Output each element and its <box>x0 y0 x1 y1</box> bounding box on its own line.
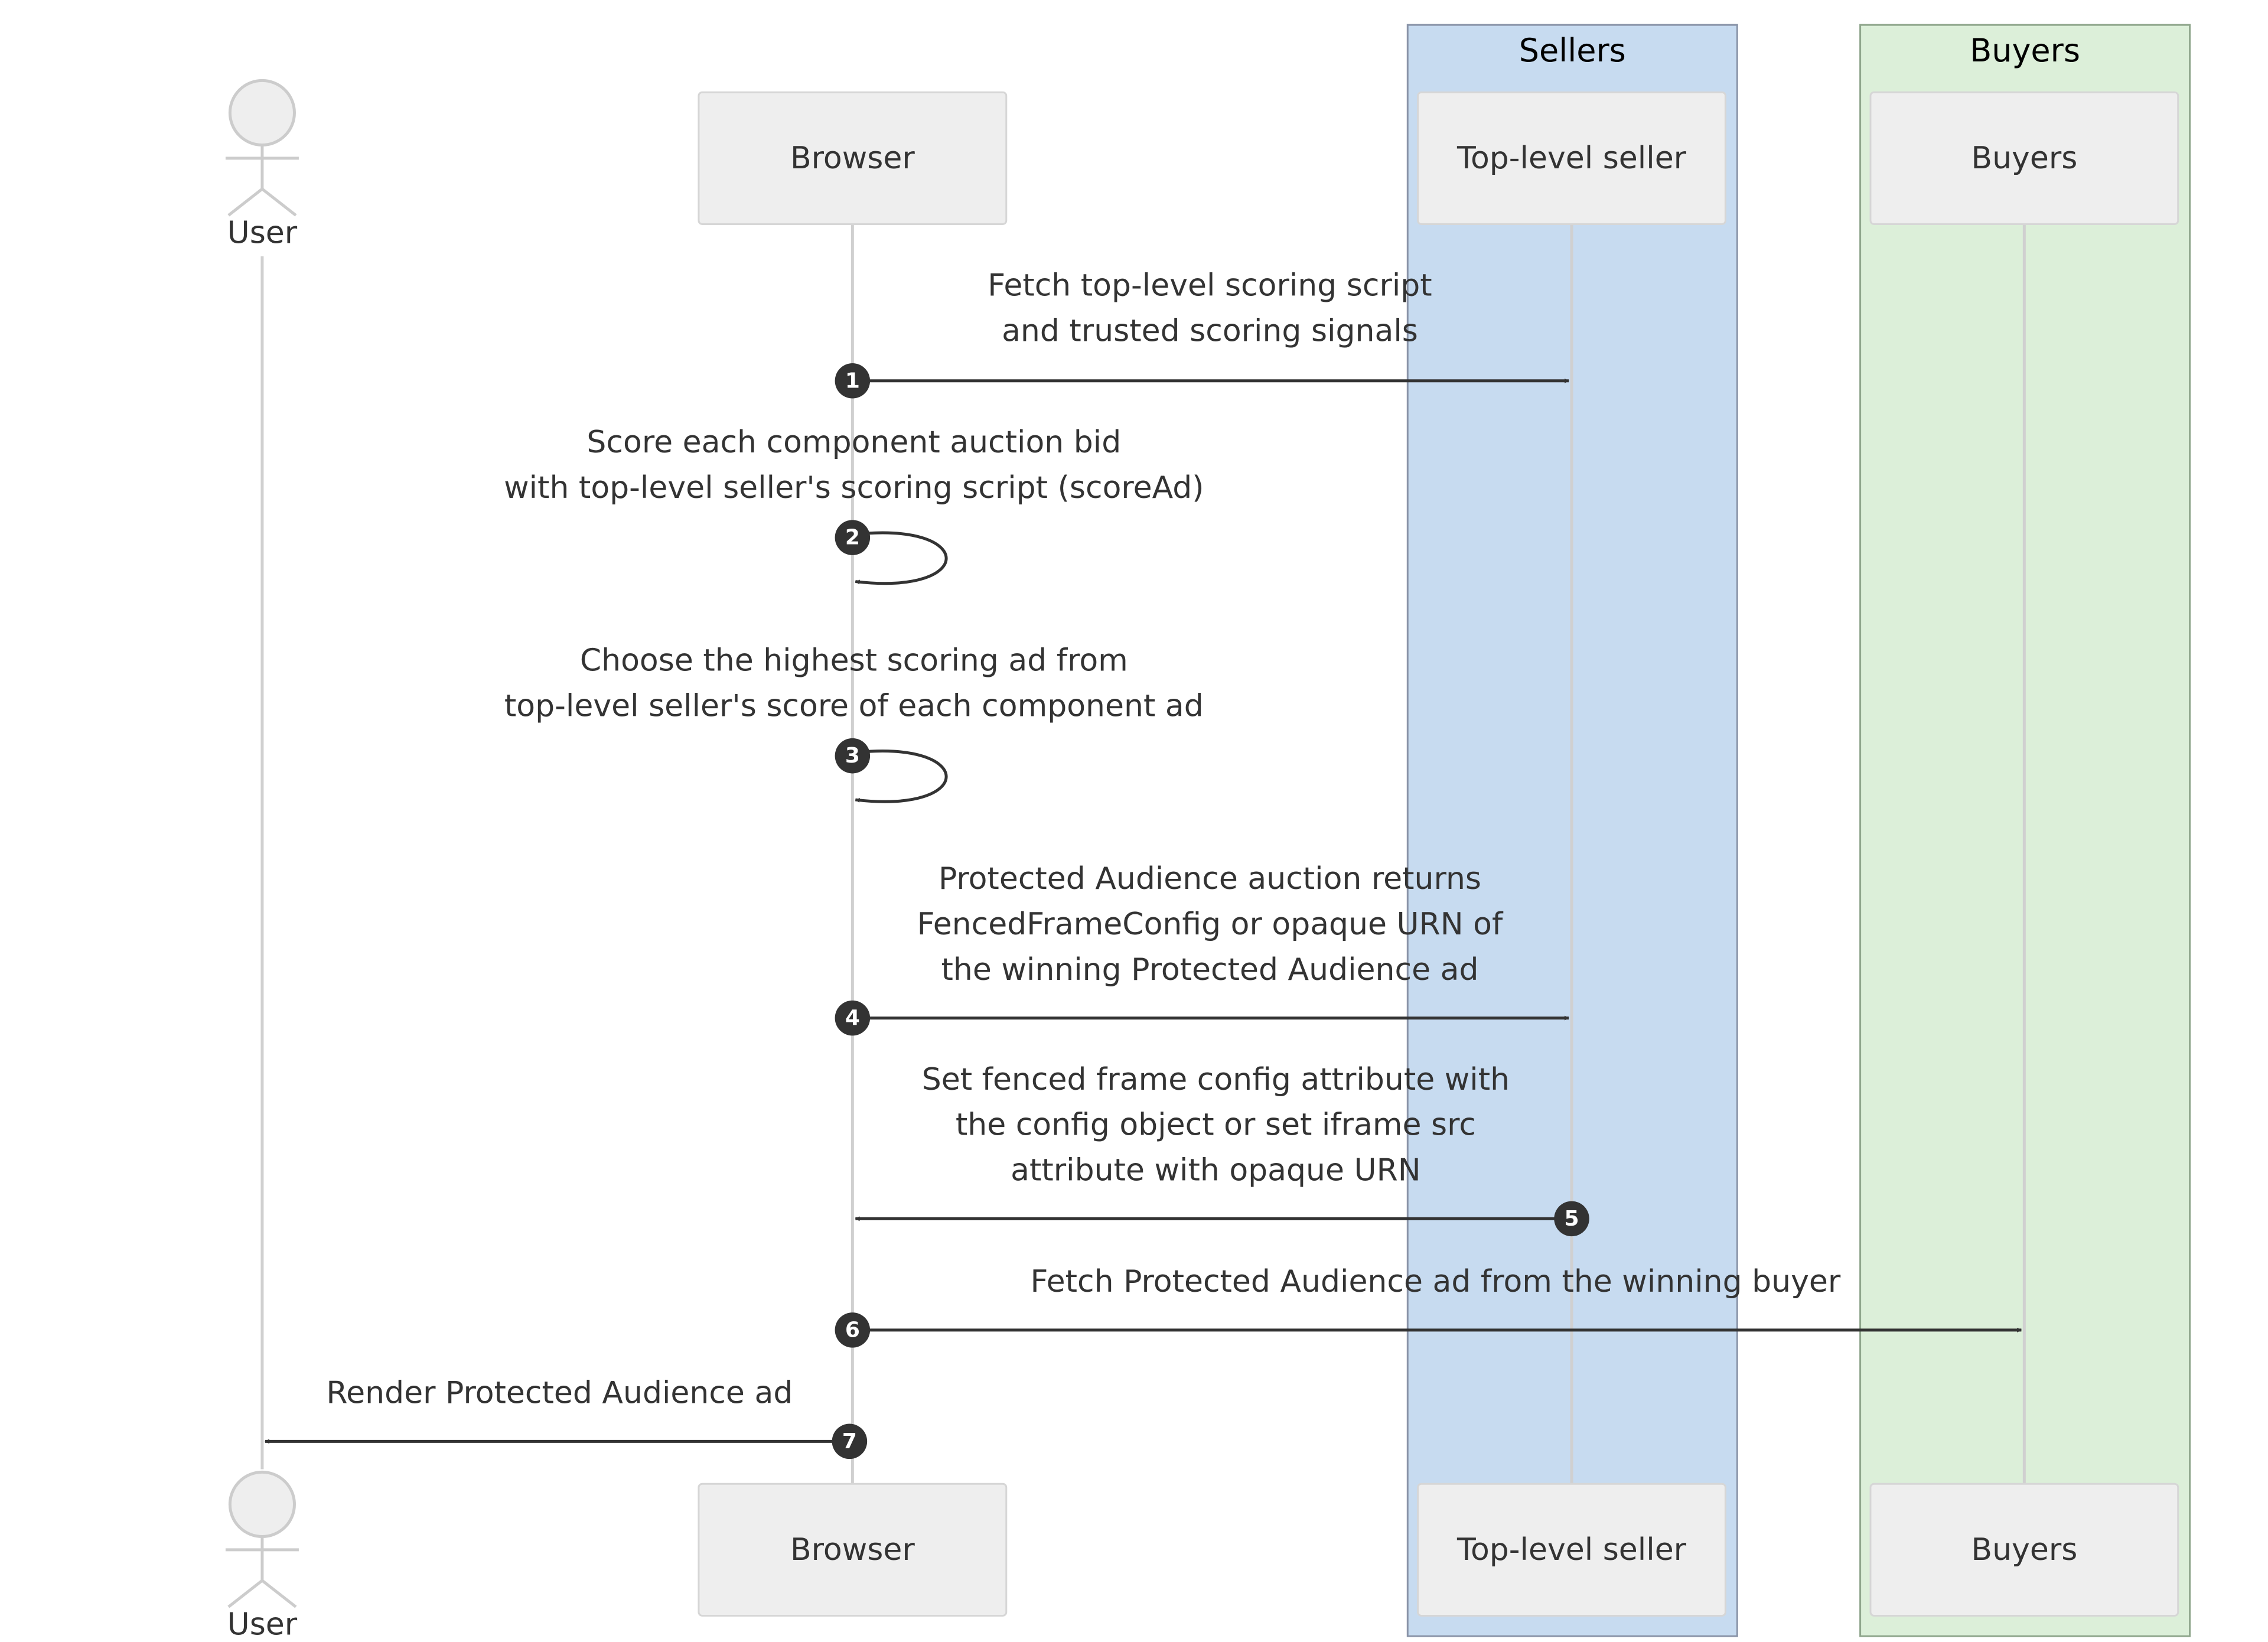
message-2: 2 Score each component auction bid with to… <box>504 425 1204 585</box>
participant-box <box>698 1483 1008 1617</box>
message-label: Choose the highest scoring ad from <box>580 643 1128 678</box>
participant-browser-top: Browser <box>698 91 1008 225</box>
step-number-badge <box>1554 1201 1589 1237</box>
message-label: with top-level seller's scoring script (… <box>504 470 1204 506</box>
message-1: 1 Fetch top-level scoring script and trust… <box>835 268 1569 399</box>
participant-box <box>698 91 1008 225</box>
participant-label: Top-level seller <box>1456 1532 1687 1568</box>
participant-label: Browser <box>790 141 915 176</box>
message-label: Score each component auction bid <box>586 425 1121 460</box>
message-6: 6 Fetch Protected Audience ad from the wi… <box>835 1264 2022 1348</box>
participant-label: Top-level seller <box>1456 141 1687 176</box>
participant-box <box>1417 91 1726 225</box>
actor-head-icon <box>228 79 296 147</box>
step-number-badge <box>835 1000 871 1036</box>
step-number: 3 <box>845 744 860 768</box>
participant-browser-bottom: Browser <box>698 1483 1008 1617</box>
step-number: 7 <box>842 1429 857 1454</box>
self-arrow <box>852 750 948 803</box>
step-number: 1 <box>845 369 860 393</box>
participant-buyers-bottom: Buyers <box>1869 1483 2179 1617</box>
step-number-badge <box>835 520 871 555</box>
message-label: the winning Protected Audience ad <box>941 952 1478 988</box>
participant-buyers-top: Buyers <box>1869 91 2179 225</box>
step-number: 5 <box>1565 1207 1579 1231</box>
step-number-badge <box>832 1423 868 1459</box>
message-5: 5 Set fenced frame config attribute with t… <box>855 1062 1589 1237</box>
participant-seller-top: Top-level seller <box>1417 91 1726 225</box>
self-arrow <box>852 531 948 585</box>
participant-seller-bottom: Top-level seller <box>1417 1483 1726 1617</box>
participant-label: Buyers <box>1971 1532 2077 1568</box>
participant-box <box>1417 1483 1726 1617</box>
message-label: attribute with opaque URN <box>1011 1153 1420 1188</box>
group-title-buyers: Buyers <box>1970 32 2080 69</box>
participant-label: Buyers <box>1971 141 2077 176</box>
step-number-badge <box>835 363 871 399</box>
message-label: the config object or set iframe src <box>956 1107 1476 1143</box>
message-label: and trusted scoring signals <box>1002 313 1418 348</box>
step-number: 6 <box>845 1318 860 1342</box>
participant-box <box>1869 1483 2179 1617</box>
message-label: Fetch top-level scoring script <box>988 268 1432 304</box>
actor-top: User <box>225 79 299 251</box>
message-label: Fetch Protected Audience ad from the win… <box>1031 1264 1841 1299</box>
participant-label-top: User <box>227 216 298 251</box>
message-label: FencedFrameConfig or opaque URN of <box>917 907 1504 942</box>
step-number: 2 <box>845 526 860 550</box>
message-label: top-level seller's score of each compone… <box>504 688 1204 724</box>
message-label: Set fenced frame config attribute with <box>922 1062 1510 1097</box>
message-label: Protected Audience auction returns <box>939 861 1481 897</box>
group-title-sellers: Sellers <box>1519 32 1626 69</box>
message-7: 7 Render Protected Audience ad <box>265 1375 868 1459</box>
participant-box <box>1869 91 2179 225</box>
message-3: 3 Choose the highest scoring ad from top-l… <box>504 643 1204 803</box>
message-label: Render Protected Audience ad <box>326 1375 793 1410</box>
actor-leg-icon <box>227 187 263 217</box>
actor-leg-icon <box>261 1579 297 1608</box>
step-number-badge <box>835 738 871 774</box>
message-4: 4 Protected Audience auction returnsFence… <box>835 861 1569 1036</box>
step-number-badge <box>835 1312 871 1348</box>
step-number: 4 <box>845 1006 860 1030</box>
participant-label: Browser <box>790 1532 915 1568</box>
actor-leg-icon <box>261 187 297 217</box>
actor-leg-icon <box>227 1579 263 1608</box>
actor-head-icon <box>228 1470 296 1539</box>
actor-bottom: User <box>225 1470 299 1642</box>
participant-label-bottom: User <box>227 1607 298 1642</box>
